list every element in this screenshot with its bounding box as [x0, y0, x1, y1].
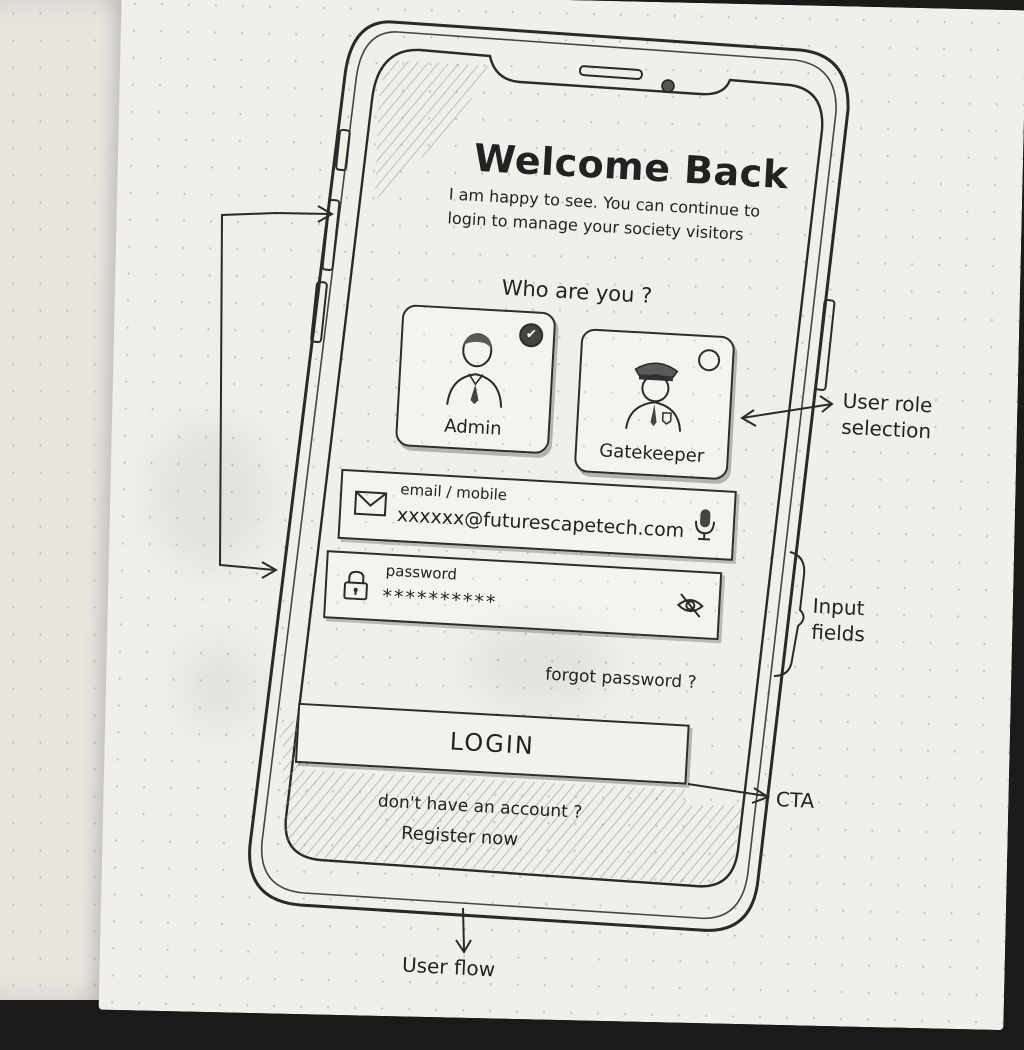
unselected-radio-icon — [697, 349, 720, 372]
lock-icon — [338, 569, 374, 601]
no-account-text: don't have an account ? — [377, 791, 582, 822]
role-card-gatekeeper[interactable]: Gatekeeper — [574, 328, 736, 480]
security-guard-icon — [618, 350, 692, 434]
role-card-admin[interactable]: ✔ Admin — [395, 304, 557, 454]
email-field[interactable]: email / mobile xxxxxx@futurescapetech.co… — [338, 469, 737, 561]
selected-check-icon: ✔ — [519, 323, 544, 348]
microphone-icon[interactable] — [690, 506, 720, 542]
annotation-user-flow: User flow — [401, 953, 495, 982]
forgot-password-link[interactable]: forgot password ? — [545, 665, 697, 693]
email-field-label: email / mobile — [400, 480, 508, 504]
password-field-label: password — [385, 562, 457, 584]
login-button[interactable]: LOGIN — [295, 703, 690, 785]
email-field-value: xxxxxx@futurescapetech.com — [396, 504, 685, 542]
annotation-cta: CTA — [775, 787, 815, 813]
admin-person-icon — [439, 326, 513, 410]
register-link[interactable]: Register now — [401, 823, 519, 850]
role-prompt: Who are you ? — [501, 276, 653, 308]
password-field[interactable]: password ********** — [323, 550, 722, 640]
annotation-input-fields: Input fields — [811, 593, 867, 648]
password-field-value: ********** — [382, 585, 498, 613]
annotation-role-selection: User role selection — [841, 388, 934, 445]
eye-off-icon[interactable] — [675, 588, 705, 624]
role-label-gatekeeper: Gatekeeper — [576, 439, 727, 468]
envelope-icon — [353, 488, 389, 520]
role-label-admin: Admin — [397, 413, 548, 442]
